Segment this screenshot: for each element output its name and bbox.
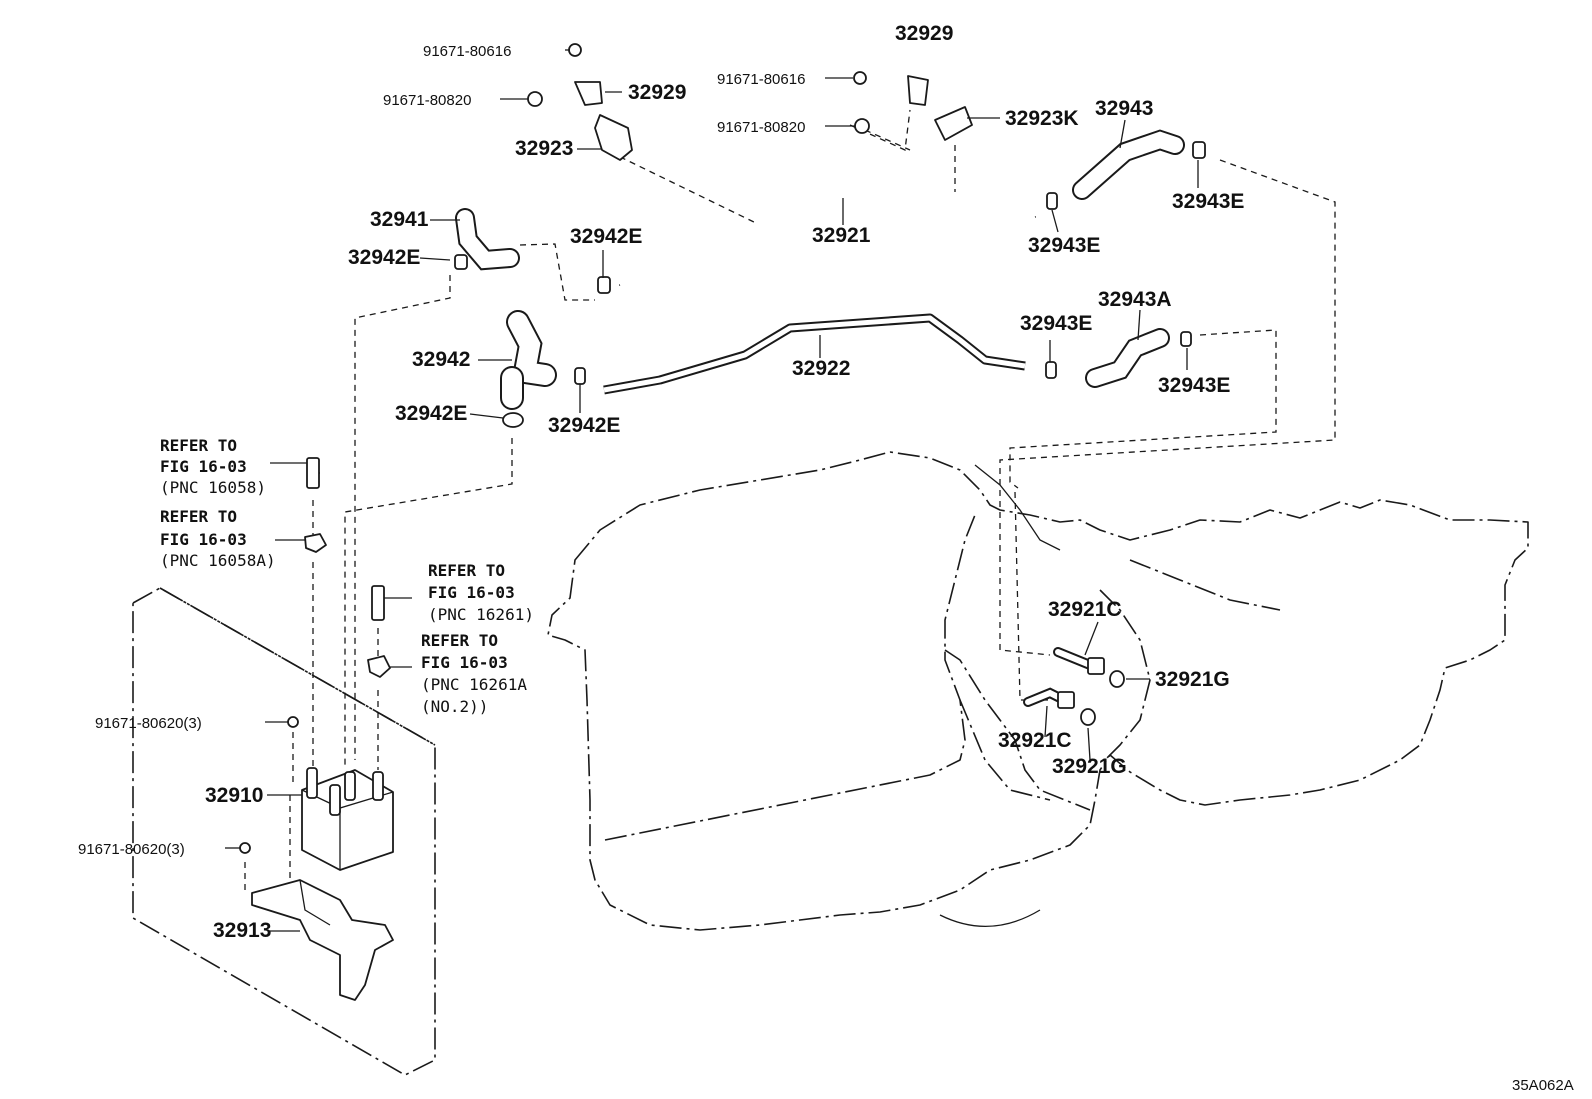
svg-text:(PNC 16261): (PNC 16261) (428, 605, 534, 624)
callout-32921G-a: 32921G (1155, 668, 1230, 691)
transmission-outline (547, 451, 1529, 931)
hose-32941 (455, 208, 520, 271)
oil-cooler-32910 (301, 471, 394, 871)
callout-32921: 32921 (812, 224, 871, 247)
svg-text:FIG 16-03: FIG 16-03 (160, 457, 247, 476)
svg-text:REFER TO: REFER TO (421, 631, 498, 650)
svg-text:FIG 16-03: FIG 16-03 (421, 653, 508, 672)
svg-text:REFER TO: REFER TO (160, 507, 237, 526)
reference-note-16058: REFER TO FIG 16-03 (PNC 16058) (160, 436, 266, 497)
bolt-label-91671-80620-b: 91671-80620(3) (78, 841, 185, 858)
svg-text:(PNC 16058A): (PNC 16058A) (160, 551, 276, 570)
hose-32942 (500, 310, 557, 410)
fitting-32921C-upper (1053, 647, 1125, 688)
bracket-32913 (251, 879, 394, 1001)
diagram-code: 35A062A (1512, 1077, 1574, 1094)
callout-32943E-b: 32943E (1028, 234, 1100, 257)
callout-32943E-c: 32943E (1020, 312, 1092, 335)
svg-text:FIG 16-03: FIG 16-03 (428, 583, 515, 602)
part-callouts: 91671-80616 91671-80820 32929 32923 3292… (78, 22, 1244, 942)
callout-32943: 32943 (1095, 97, 1153, 120)
callout-32943A: 32943A (1098, 288, 1172, 311)
callout-32942E-d: 32942E (548, 414, 620, 437)
callout-32943E-d: 32943E (1158, 374, 1230, 397)
callout-32942: 32942 (412, 348, 470, 371)
hose-32943A (1085, 328, 1170, 388)
svg-text:REFER TO: REFER TO (428, 561, 505, 580)
callout-32913: 32913 (213, 919, 271, 942)
callout-32923: 32923 (515, 137, 573, 160)
bolt-label-91671-80616-b: 91671-80616 (717, 71, 805, 88)
bolt-label-91671-80620-a: 91671-80620(3) (95, 715, 202, 732)
svg-text:REFER TO: REFER TO (160, 436, 237, 455)
svg-text:(PNC 16058): (PNC 16058) (160, 478, 266, 497)
callout-32942E-b: 32942E (570, 225, 642, 248)
reference-note-16261: REFER TO FIG 16-03 (PNC 16261) (428, 561, 534, 624)
bracket-32923K (853, 71, 973, 141)
reference-parts (239, 457, 391, 854)
callout-32941: 32941 (370, 208, 429, 231)
callout-32921C-b: 32921C (998, 729, 1072, 752)
svg-text:(PNC 16261A: (PNC 16261A (421, 675, 527, 694)
fitting-32921C-lower (1023, 687, 1096, 726)
bolt-label-91671-80820-b: 91671-80820 (717, 119, 805, 136)
callout-32910: 32910 (205, 784, 263, 807)
callout-32929-a: 32929 (628, 81, 686, 104)
svg-text:(NO.2)): (NO.2)) (421, 697, 488, 716)
clamps (454, 141, 1206, 428)
callout-32923K: 32923K (1005, 107, 1079, 130)
pipe-32922 (603, 313, 1026, 395)
bolt-label-91671-80820-a: 91671-80820 (383, 92, 471, 109)
callout-32942E-a: 32942E (348, 246, 420, 269)
callout-32943E-a: 32943E (1172, 190, 1244, 213)
callout-32942E-c: 32942E (395, 402, 467, 425)
pipe-32921 (619, 179, 1036, 288)
svg-text:FIG 16-03: FIG 16-03 (160, 530, 247, 549)
leader-lines (225, 49, 1199, 932)
callout-32921G-b: 32921G (1052, 755, 1127, 778)
reference-note-16261A: REFER TO FIG 16-03 (PNC 16261A (NO.2)) (421, 631, 527, 716)
callout-32921C-a: 32921C (1048, 598, 1122, 621)
reference-note-16058A: REFER TO FIG 16-03 (PNC 16058A) (160, 507, 276, 570)
callout-32929-b: 32929 (895, 22, 953, 45)
callout-32922: 32922 (792, 357, 850, 380)
bolt-label-91671-80616-a: 91671-80616 (423, 43, 511, 60)
hose-32943 (1072, 129, 1185, 200)
